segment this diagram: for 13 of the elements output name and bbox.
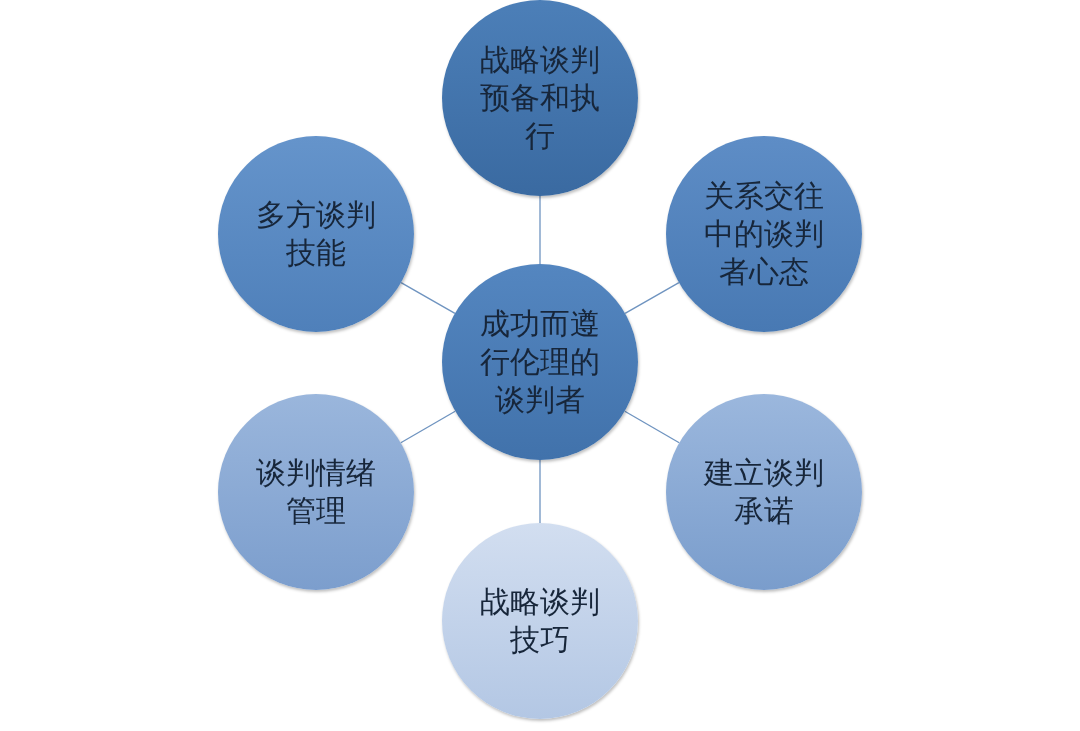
topic-circle: 谈判情绪管理 [218,394,414,590]
hub-circle: 成功而遵行伦理的谈判者 [442,264,638,460]
connector-line [539,195,541,265]
connector-line [624,281,680,315]
topic-circle: 关系交往中的谈判者心态 [666,136,862,332]
topic-circle: 多方谈判技能 [218,136,414,332]
connector-line [400,281,456,315]
connector-line [539,459,541,524]
topic-circle: 战略谈判预备和执行 [442,0,638,196]
connector-line [400,410,456,444]
topic-circle: 战略谈判技巧 [442,523,638,719]
connector-line [624,410,680,444]
topic-circle: 建立谈判承诺 [666,394,862,590]
